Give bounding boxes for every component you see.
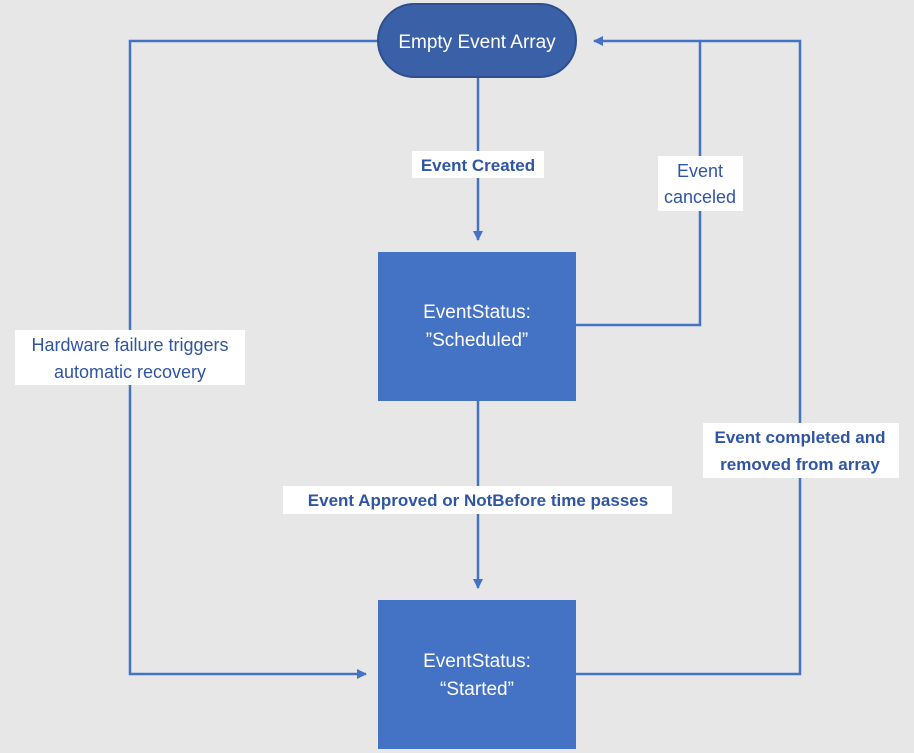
- node-started-line1: EventStatus:: [423, 651, 531, 672]
- node-scheduled-line2: ”Scheduled”: [426, 330, 528, 351]
- edge-hardware-label-line2: automatic recovery: [54, 362, 206, 382]
- node-empty-event-array: Empty Event Array: [377, 3, 577, 78]
- edge-completed-label-line1: Event completed and: [715, 428, 886, 447]
- edge-canceled-label-line2: canceled: [664, 187, 736, 207]
- edge-approved-label-box: Event Approved or NotBefore time passes: [283, 486, 672, 514]
- edge-canceled-label-line1: Event: [677, 161, 723, 181]
- node-started: EventStatus: “Started”: [378, 600, 576, 749]
- node-started-line2: “Started”: [440, 679, 514, 700]
- edge-created-label: Event Created: [421, 156, 535, 175]
- edge-hardware-label-box: Hardware failure triggers automatic reco…: [15, 330, 245, 385]
- edge-completed-label-box: Event completed and removed from array: [703, 423, 899, 478]
- edge-hardware-label-line1: Hardware failure triggers: [31, 335, 228, 355]
- node-empty-event-array-label: Empty Event Array: [398, 32, 556, 53]
- edge-approved-label: Event Approved or NotBefore time passes: [308, 491, 648, 510]
- edge-canceled-label-box: Event canceled: [658, 156, 743, 211]
- edge-completed-line: [576, 39, 802, 676]
- node-scheduled-line1: EventStatus:: [423, 302, 531, 323]
- edge-created-label-box: Event Created: [412, 151, 544, 178]
- node-scheduled: EventStatus: ”Scheduled”: [378, 252, 576, 401]
- edge-completed-label-line2: removed from array: [720, 455, 880, 474]
